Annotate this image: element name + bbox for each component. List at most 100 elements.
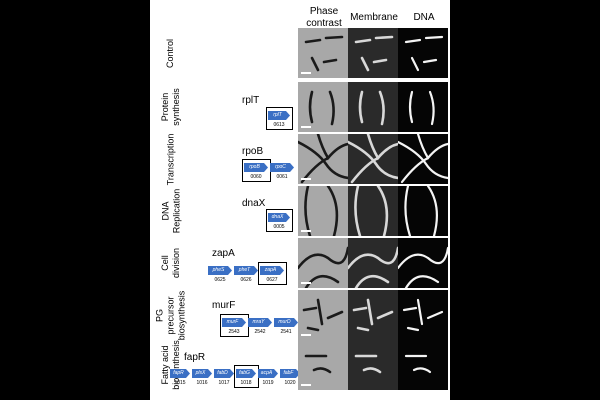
row-label-line: precursor <box>165 296 176 335</box>
cell-shape <box>426 310 444 320</box>
target-gene-box <box>220 314 249 337</box>
gene-title-cell-division: zapA <box>212 248 235 259</box>
gene-name: pheT <box>238 267 251 273</box>
micrograph-background <box>298 82 348 132</box>
micrograph-transcription-phase <box>298 134 348 184</box>
micrograph-image <box>348 340 398 390</box>
gene-arrow-shape <box>274 318 298 327</box>
micrograph-image <box>348 186 398 236</box>
gene-locus: 0613 <box>273 122 285 128</box>
cell-shape <box>408 90 414 124</box>
cell-shape <box>324 35 344 40</box>
gene-arrow-polygon <box>244 163 268 172</box>
micrograph-control-dna <box>398 28 448 78</box>
cell-shape <box>404 186 412 236</box>
gene-arrow-polygon <box>274 318 298 327</box>
cell-shape <box>304 38 322 44</box>
gene-arrow-polygon <box>170 369 190 378</box>
micrograph-control-membrane <box>348 28 398 78</box>
micrograph-background <box>348 82 398 132</box>
cell-shape <box>410 56 420 72</box>
gene-arrow-shape <box>270 163 294 172</box>
cell-shape <box>354 274 390 288</box>
micrograph-image <box>298 134 348 184</box>
row-label-line: PG <box>154 308 165 322</box>
row-label-text: Transcription <box>166 133 177 185</box>
cell-shape <box>308 90 314 124</box>
cell-shape <box>310 56 320 72</box>
gene-arrow-rpoB: rpoB 0060 <box>244 162 268 180</box>
cell-shape <box>416 298 424 326</box>
cell-shape <box>406 326 420 332</box>
micrograph-image <box>398 82 448 132</box>
row-label-line: division <box>170 247 181 279</box>
micrograph-image <box>398 238 448 288</box>
target-gene-box <box>266 107 293 130</box>
micrograph-image <box>298 82 348 132</box>
gene-arrow-polygon <box>270 163 294 172</box>
row-label-line: synthesis <box>171 88 181 126</box>
gene-title-fatty-acid: fapR <box>184 352 206 363</box>
gene-name: fabF <box>283 370 294 376</box>
gene-arrow-shape <box>268 111 290 120</box>
gene-name: fabD <box>217 370 228 376</box>
gene-arrow-polygon <box>248 318 272 327</box>
cell-shape <box>354 186 362 236</box>
column-header-phase: Phase contrast <box>298 6 350 30</box>
column-header-dna: DNA <box>398 12 450 24</box>
gene-arrow-shape <box>214 369 234 378</box>
micrograph-image <box>398 290 448 340</box>
micrograph-pg-precursor-phase <box>298 290 348 340</box>
micrograph-background <box>298 28 348 78</box>
gene-locus: 1016 <box>196 380 208 386</box>
cell-shape <box>306 326 320 332</box>
scale-bar <box>301 384 311 386</box>
gene-arrow-polygon <box>192 369 212 378</box>
gene-locus: 0060 <box>250 174 262 180</box>
column-header-dna-text: DNA <box>413 12 435 23</box>
cell-shape <box>362 367 382 374</box>
gene-locus: 2542 <box>254 329 266 335</box>
cell-shape <box>398 246 448 270</box>
cell-shape <box>302 306 318 312</box>
gene-name: fapR <box>173 370 184 376</box>
gene-name: rpoB <box>249 164 260 170</box>
cell-shape <box>348 246 398 270</box>
gene-name: dnaX <box>271 214 284 220</box>
micrograph-background <box>298 290 348 340</box>
gene-arrow-polygon <box>268 213 290 222</box>
gene-title-dna-replication: dnaX <box>242 198 266 209</box>
cell-shape <box>304 274 340 288</box>
gene-name: plsX <box>195 370 206 376</box>
cell-shape <box>322 58 338 64</box>
micrograph-image <box>398 340 448 390</box>
micrograph-fatty-acid-membrane <box>348 340 398 390</box>
column-header-membrane: Membrane <box>348 12 400 24</box>
gene-locus: 1018 <box>240 380 252 386</box>
micrograph-background <box>348 290 398 340</box>
gene-arrow-polygon <box>214 369 234 378</box>
gene-locus: 2543 <box>228 329 240 335</box>
micrograph-image <box>298 340 348 390</box>
micrograph-control-phase <box>298 28 348 78</box>
cell-shape <box>312 367 332 374</box>
cell-shape <box>298 246 348 270</box>
micrograph-background <box>398 28 448 78</box>
gene-title-transcription: rpoB <box>242 146 264 157</box>
gene-arrow-shape <box>192 369 212 378</box>
cell-shape <box>376 186 389 236</box>
gene-locus: 1017 <box>218 380 230 386</box>
micrograph-image <box>298 186 348 236</box>
cell-shape <box>298 140 348 180</box>
